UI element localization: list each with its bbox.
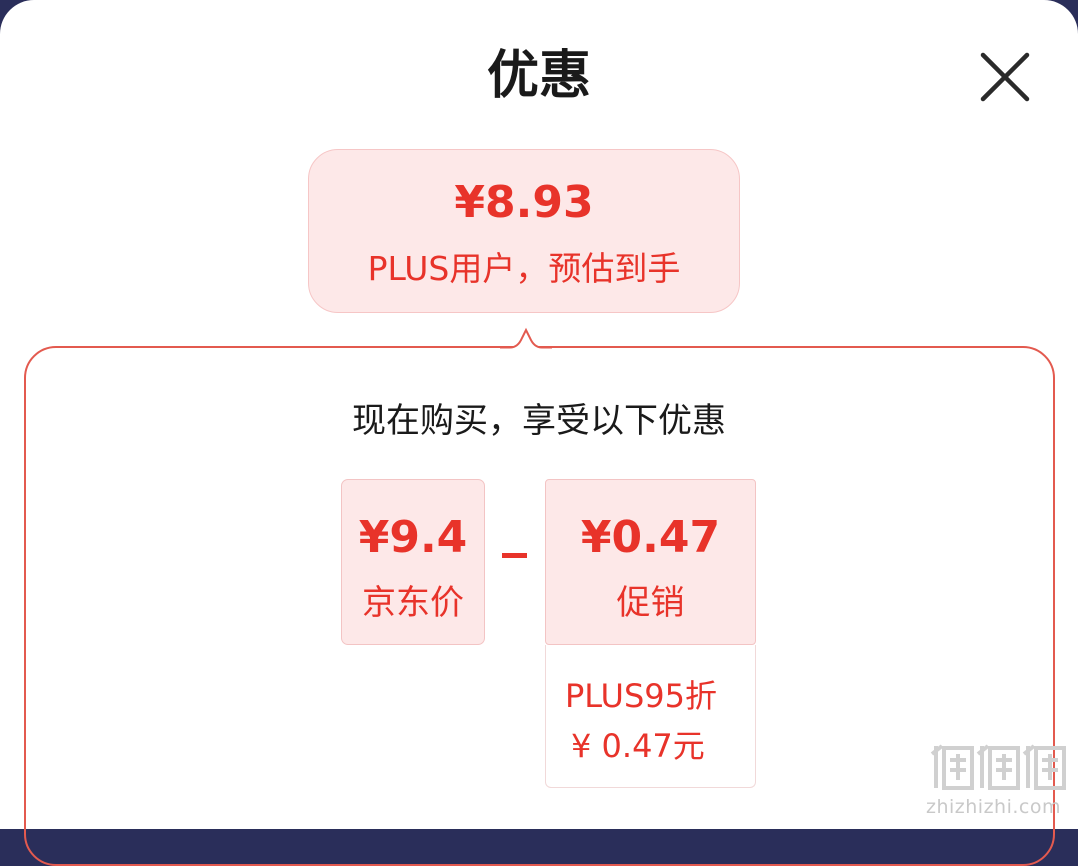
jd-price-box: ¥9.4 京东价	[341, 479, 485, 645]
estimated-price-note: PLUS用户，预估到手	[367, 249, 681, 288]
promotion-item-amount: ¥ 0.47元	[571, 727, 705, 765]
discount-heading: 现在购买，享受以下优惠	[352, 401, 726, 441]
close-icon	[980, 52, 1030, 102]
promotion-item: PLUS95折 ¥ 0.47元	[545, 645, 756, 788]
estimated-price-card: ¥8.93 PLUS用户，预估到手	[308, 149, 740, 313]
estimated-price: ¥8.93	[454, 177, 594, 228]
panel-pointer-notch	[500, 327, 552, 350]
close-button[interactable]	[976, 48, 1034, 106]
watermark-logo-icon	[930, 744, 1066, 790]
site-watermark: zhizhizhi.com	[922, 740, 1072, 829]
sheet-title: 优惠	[486, 46, 591, 106]
jd-price-value: ¥9.4	[358, 512, 468, 563]
promotion-label: 促销	[616, 583, 685, 623]
watermark-text: zhizhizhi.com	[926, 796, 1062, 818]
jd-price-label: 京东价	[362, 583, 464, 623]
promotion-item-name: PLUS95折	[565, 677, 717, 715]
minus-operator	[502, 553, 527, 558]
promotion-box: ¥0.47 促销	[545, 479, 756, 645]
promotion-value: ¥0.47	[580, 512, 721, 563]
